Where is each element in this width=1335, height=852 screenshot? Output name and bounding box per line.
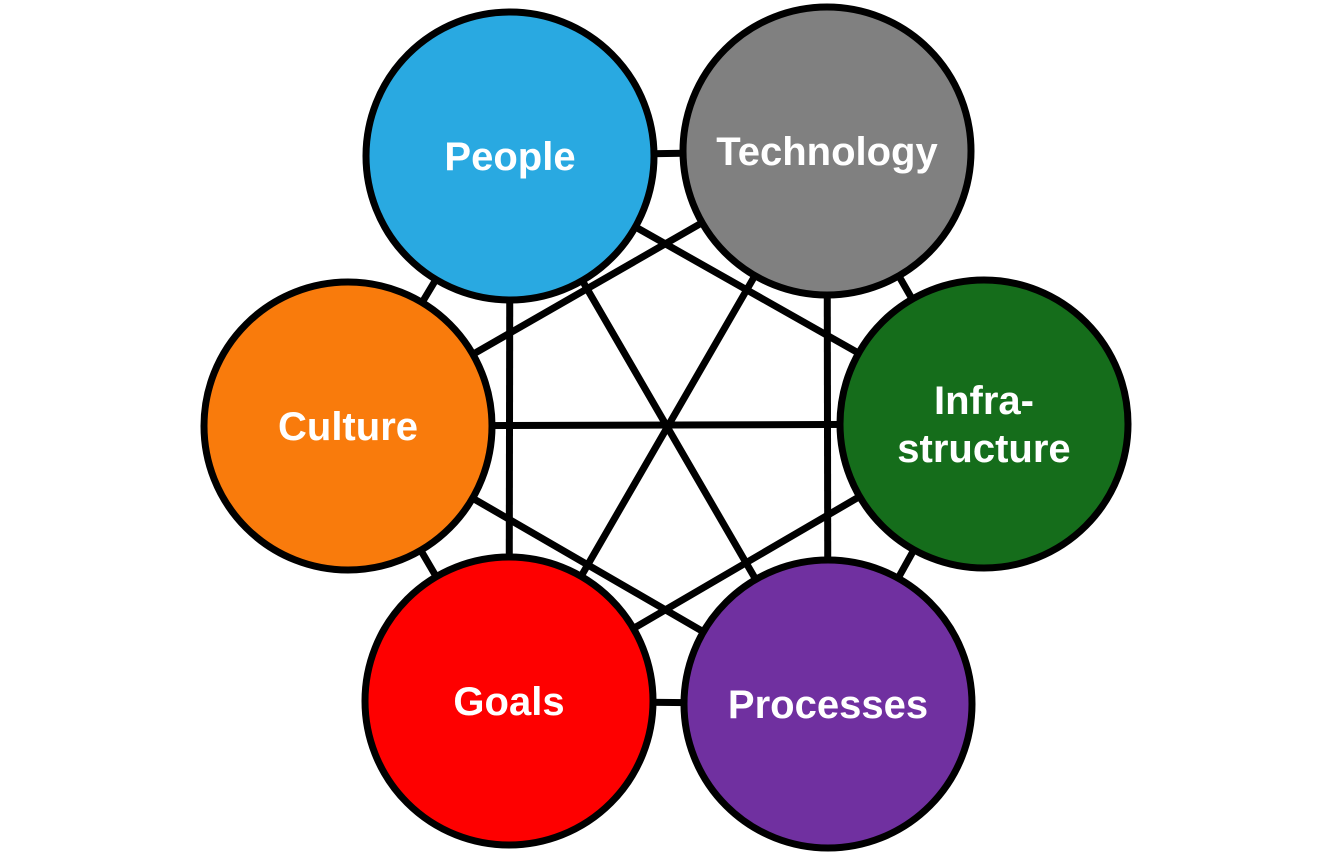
- node-label-culture: Culture: [278, 405, 418, 449]
- node-culture: Culture: [200, 278, 496, 574]
- node-processes: Processes: [680, 556, 976, 852]
- node-circle-technology: [679, 3, 975, 299]
- node-label-goals: Goals: [453, 680, 564, 724]
- node-goals: Goals: [361, 553, 657, 849]
- node-label-people: People: [444, 135, 575, 179]
- node-circle-goals: [361, 553, 657, 849]
- node-technology: Technology: [679, 3, 975, 299]
- node-people: People: [362, 8, 658, 304]
- node-circle-culture: [200, 278, 496, 574]
- node-circle-people: [362, 8, 658, 304]
- node-label-technology: Technology: [716, 130, 938, 174]
- node-circle-processes: [680, 556, 976, 852]
- node-circle-infrastructure: [836, 276, 1132, 572]
- node-label-processes: Processes: [728, 683, 928, 727]
- node-infrastructure: Infra-structure: [836, 276, 1132, 572]
- node-label-infrastructure: Infra-structure: [897, 379, 1070, 471]
